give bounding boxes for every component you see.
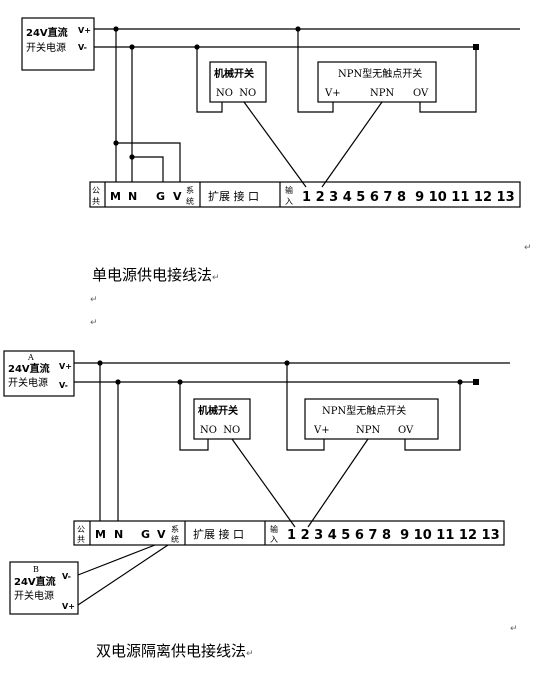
terminal-gong-label: 共	[77, 535, 85, 544]
terminal-v-label: V	[173, 190, 182, 203]
terminal-input-label: 入	[285, 197, 293, 206]
terminal-gong-label: 共	[92, 197, 100, 206]
power-a-id: A	[27, 353, 34, 362]
npn-ov-label: OV	[413, 88, 429, 99]
terminal-gong-label: 公	[77, 525, 85, 534]
terminal-xitong-label: 系	[171, 524, 179, 534]
terminal-input-label: 输	[285, 185, 293, 195]
terminal-m-label: M	[110, 190, 121, 203]
npn-switch-title: NPN型无触点开关	[338, 67, 422, 80]
terminal-g-label: G	[156, 190, 165, 203]
npn-switch-box-1	[317, 61, 437, 103]
junction-dot	[97, 360, 103, 366]
mechanical-switch-box-2	[193, 398, 251, 440]
terminal-m-label: M	[95, 528, 106, 541]
power-b-label-line2: 开关电源	[14, 589, 54, 602]
mechanical-switch-box-1	[209, 61, 267, 103]
power-vplus-label: V+	[78, 26, 91, 35]
mechanical-switch-pins: NO NO	[216, 88, 256, 99]
power-a-vplus-label: V+	[59, 362, 72, 371]
terminal-numbers: 1 2 3 4 5 6 7 8 9 10 11 12 13	[302, 190, 515, 205]
terminal-n-label: N	[114, 528, 123, 541]
terminal-xitong-label: 统	[171, 534, 179, 544]
power-a-label-line2: 开关电源	[8, 376, 48, 389]
terminal-xitong-label: 系	[186, 185, 194, 195]
junction-dot	[295, 26, 301, 32]
npn-vplus-label: V+	[324, 88, 341, 99]
terminal-n-label: N	[128, 190, 137, 203]
power-vminus-label: V-	[78, 43, 87, 52]
junction-dot	[115, 379, 121, 385]
paragraph-mark: ↵	[90, 295, 98, 305]
npn-npn-label: NPN	[356, 425, 380, 436]
power-b-vminus-label: V-	[62, 572, 71, 581]
power-b-id: B	[33, 565, 39, 574]
power-supply-box-1	[21, 17, 95, 71]
power-b-vplus-label: V+	[62, 602, 75, 611]
junction-dot	[177, 379, 183, 385]
caption-dual-supply: 双电源隔离供电接线法↵	[96, 642, 254, 660]
power-supply-box-b	[9, 561, 79, 615]
npn-npn-label: NPN	[370, 88, 394, 99]
power-supply-box-a	[3, 350, 75, 397]
mechanical-switch-pins: NO NO	[200, 425, 240, 436]
npn-ov-label: OV	[398, 425, 414, 436]
npn-switch-title: NPN型无触点开关	[322, 404, 406, 417]
power-a-vminus-label: V-	[59, 381, 68, 390]
bus-end-marker	[473, 379, 479, 385]
terminal-gong-label: 公	[92, 186, 100, 195]
terminal-strip-2	[73, 520, 505, 546]
power-a-label-line1: 24V直流	[8, 362, 50, 375]
terminal-input-label: 入	[270, 535, 278, 544]
npn-switch-box-2	[304, 398, 439, 440]
npn-vplus-label: V+	[313, 425, 330, 436]
terminal-xitong-label: 统	[186, 196, 194, 206]
junction-dot	[457, 379, 463, 385]
junction-dot	[129, 154, 135, 160]
terminal-expand-label: 扩展 接 口	[208, 189, 259, 203]
terminal-numbers: 1 2 3 4 5 6 7 8 9 10 11 12 13	[287, 528, 500, 543]
terminal-strip-1	[89, 181, 521, 208]
power-b-label-line1: 24V直流	[14, 575, 56, 588]
terminal-v-label: V	[157, 528, 166, 541]
paragraph-mark: ↵	[510, 624, 518, 634]
junction-dot	[194, 44, 200, 50]
terminal-expand-label: 扩展 接 口	[193, 527, 244, 541]
terminal-input-label: 输	[270, 524, 278, 534]
terminal-g-label: G	[141, 528, 150, 541]
power-label-line1: 24V直流	[26, 26, 68, 39]
mechanical-switch-title: 机械开关	[214, 67, 254, 80]
mechanical-switch-title: 机械开关	[198, 404, 238, 417]
junction-dot	[284, 360, 290, 366]
paragraph-mark: ↵	[524, 243, 532, 253]
junction-dot	[113, 26, 119, 32]
junction-dot	[113, 140, 119, 146]
power-label-line2: 开关电源	[26, 41, 66, 54]
caption-single-supply: 单电源供电接线法↵	[92, 266, 220, 284]
paragraph-mark: ↵	[90, 318, 98, 328]
bus-end-marker	[473, 44, 479, 50]
junction-dot	[129, 44, 135, 50]
